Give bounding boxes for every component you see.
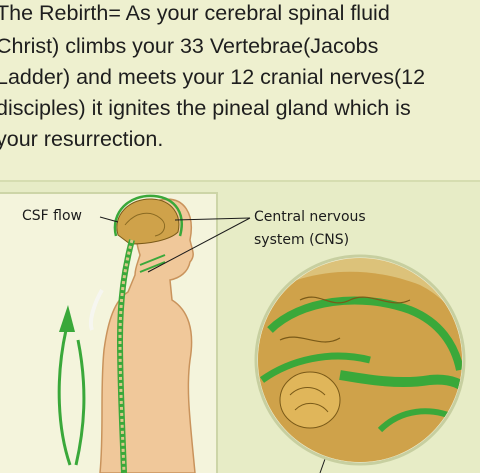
caption-line-4: disciples) it ignites the pineal gland w… xyxy=(0,96,411,120)
caption-text: The Rebirth= As your cerebral spinal flu… xyxy=(0,0,480,170)
magnified-brain-circle xyxy=(254,254,466,466)
csf-flow-arrow xyxy=(57,288,104,466)
caption-line-2: Christ) climbs your 33 Vertebrae(Jacobs xyxy=(0,34,379,58)
csf-flow-label: CSF flow xyxy=(22,208,82,224)
caption-line-5: your resurrection. xyxy=(0,127,164,151)
human-body-figure xyxy=(99,194,196,473)
cns-label-line1: Central nervous xyxy=(254,209,366,225)
cns-label-line2: system (CNS) xyxy=(254,232,350,248)
caption-line-1: The Rebirth= As your cerebral spinal flu… xyxy=(0,1,390,25)
caption-line-3: Ladder) and meets your 12 cranial nerves… xyxy=(0,65,426,89)
